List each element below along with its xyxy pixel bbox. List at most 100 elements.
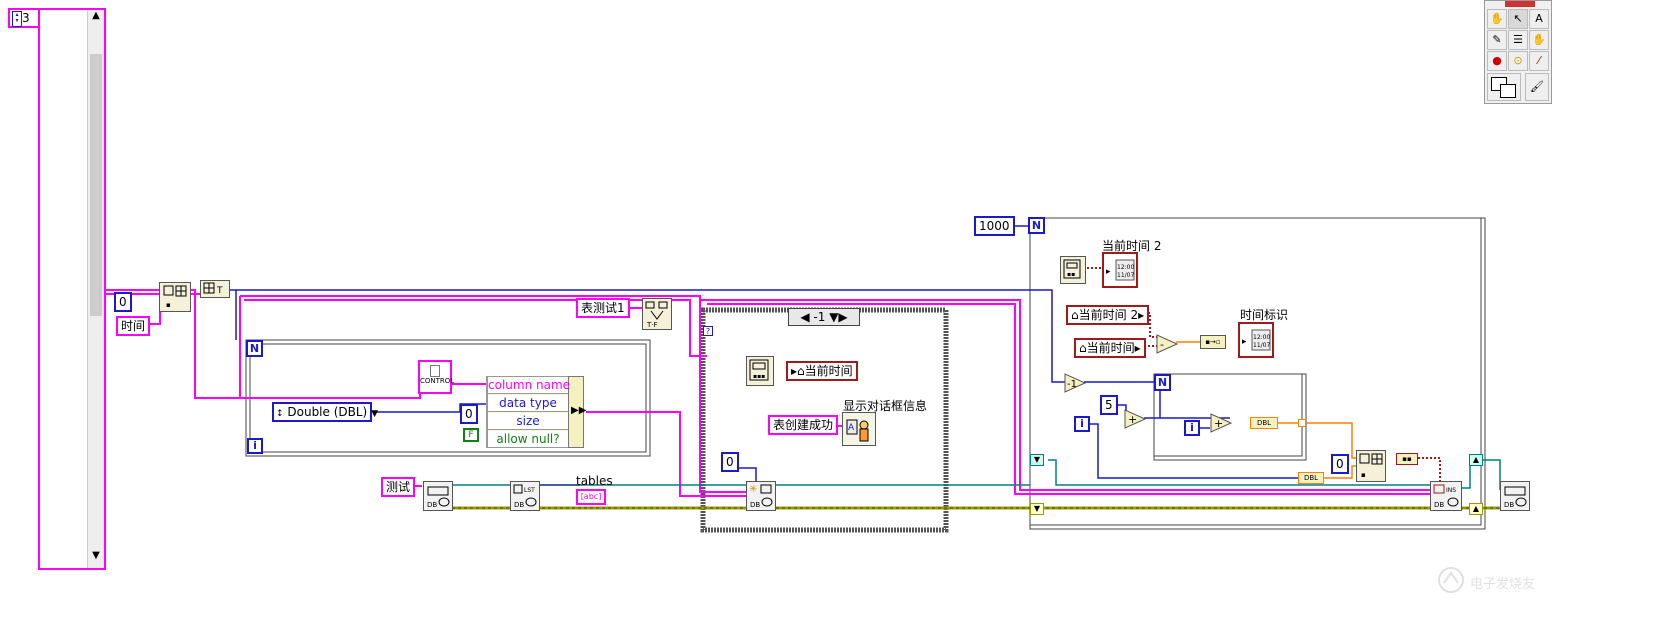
svg-text:+: + — [1214, 417, 1223, 430]
build-array-node[interactable]: ▪︎ — [159, 282, 191, 312]
cluster-field[interactable]: allow null? — [488, 431, 568, 448]
brush-icon[interactable]: 🖌 — [1525, 73, 1549, 101]
arrow-icon[interactable]: ↖ — [1508, 9, 1528, 29]
cluster-size-constant[interactable]: 0 — [460, 404, 478, 424]
scroll-down-arrow-icon[interactable]: ▼ — [92, 550, 100, 561]
allow-null-false-constant[interactable]: F — [463, 428, 479, 442]
watermark-icon — [1438, 567, 1464, 593]
bundle-node[interactable]: ▪▪ — [1396, 453, 1418, 465]
scrollbar-thumb[interactable] — [90, 54, 102, 316]
array-scrollbar[interactable]: ▲ ▼ — [87, 10, 104, 568]
for-loop-3-frame[interactable] — [1153, 373, 1307, 461]
add-node-2[interactable]: + — [1210, 413, 1233, 436]
cluster-field[interactable]: data type — [488, 395, 568, 412]
db-name-constant[interactable]: 测试 — [381, 477, 416, 497]
subtract-node[interactable]: - — [1156, 334, 1179, 357]
palette-auto-tool-indicator[interactable] — [1505, 1, 1535, 7]
index-stepper[interactable]: ▴▾ — [12, 11, 22, 27]
control-refnum-node[interactable]: CONTROL — [418, 360, 455, 394]
table-created-constant[interactable]: 表创建成功 — [768, 415, 839, 435]
case-next-icon[interactable]: ▼▶ — [829, 310, 848, 324]
loop3-iteration-terminal: i — [1184, 420, 1200, 436]
local-current-time-2-a[interactable]: ⌂当前时间 2▸ — [1066, 305, 1150, 325]
hand-icon[interactable]: ✋ — [1487, 9, 1507, 29]
show-dialog-label: 显示对话框信息 — [843, 399, 928, 413]
case-zero-constant[interactable]: 0 — [721, 452, 739, 472]
color-copy-icon[interactable]: ⁄ — [1529, 51, 1549, 71]
svg-text:DB: DB — [750, 501, 760, 509]
array-index-display[interactable]: ▴▾ 3 — [8, 8, 40, 28]
wire-icon[interactable]: ✎ — [1487, 30, 1507, 50]
local-var-house-icon: ▸⌂ — [791, 364, 805, 378]
scroll-icon[interactable]: ✋ — [1529, 30, 1549, 50]
select-node[interactable]: T·F — [642, 298, 672, 330]
probe-icon[interactable]: ⊙ — [1508, 51, 1528, 71]
color-icon[interactable] — [1487, 73, 1521, 101]
db-create-table-icon: ✳ DB — [749, 484, 773, 509]
decrement-triangle-icon: -1 — [1064, 373, 1087, 393]
local-current-time-b[interactable]: ⌂当前时间▸ — [1074, 338, 1146, 358]
current-time-2-label: 当前时间 2 — [1102, 239, 1162, 253]
svg-text:▪︎: ▪︎ — [166, 301, 171, 309]
close-connection-node[interactable]: DB — [1500, 481, 1530, 511]
shift-register-left-top: ▼ — [1030, 454, 1044, 466]
local-var-house-icon-3: ⌂ — [1079, 341, 1087, 355]
breakpoint-icon[interactable]: ● — [1487, 51, 1507, 71]
open-connection-node[interactable]: DB — [423, 481, 453, 511]
svg-text:-1: -1 — [1067, 379, 1077, 390]
for-loop-2-frame[interactable] — [1029, 217, 1486, 530]
cluster-field[interactable]: column name — [488, 377, 571, 394]
svg-text:▸: ▸ — [1242, 337, 1247, 347]
local-current-time[interactable]: ▸⌂当前时间 — [786, 361, 858, 381]
dropdown-icon[interactable]: ▼ — [371, 409, 378, 419]
text-icon[interactable]: A — [1529, 9, 1549, 29]
svg-text:+: + — [1128, 413, 1137, 426]
dbl-output-tunnel — [1298, 419, 1306, 427]
db-close-icon: DB — [1504, 486, 1527, 509]
to-timestamp-node[interactable]: ▪→▫ — [1200, 335, 1226, 349]
build-array-node-2[interactable]: ▪︎ — [1356, 450, 1386, 482]
loop1-count-terminal: N — [246, 340, 263, 357]
table-name-constant[interactable]: 表测试1 — [576, 298, 630, 318]
init-zero-constant[interactable]: 0 — [1331, 454, 1349, 474]
five-constant[interactable]: 5 — [1100, 395, 1118, 415]
transpose-node[interactable]: T — [200, 280, 230, 298]
loop-count-constant[interactable]: 1000 — [974, 216, 1015, 236]
decrement-node[interactable]: -1 — [1064, 373, 1087, 396]
loop1-iteration-terminal: i — [247, 438, 263, 454]
svg-text:▪︎: ▪︎ — [1361, 471, 1366, 479]
scroll-up-arrow-icon[interactable]: ▲ — [92, 10, 100, 21]
svg-text:✳: ✳ — [749, 484, 757, 495]
to-dbl-node-1[interactable]: DBL — [1250, 417, 1278, 429]
get-time-node-1[interactable]: ▪▪▪ — [746, 356, 774, 386]
watermark-logo: 电子发烧友 — [1436, 565, 1556, 605]
create-table-node[interactable]: ✳ DB — [746, 481, 776, 511]
ring-arrows-icon: ↕ — [276, 409, 284, 419]
svg-text:-: - — [1160, 338, 1164, 351]
cluster-field[interactable]: size — [488, 413, 568, 430]
object-icon[interactable]: ☰ — [1508, 30, 1528, 50]
get-time-node-2[interactable]: ▪▪ — [1060, 256, 1086, 284]
add-node-1[interactable]: + — [1124, 409, 1147, 432]
to-dbl-node-2[interactable]: DBL — [1298, 472, 1324, 484]
dialog-node[interactable]: A — [842, 412, 876, 446]
case-prev-icon[interactable]: ◀ — [800, 310, 810, 324]
time-string-constant[interactable]: 时间 — [116, 316, 151, 336]
case-selector-terminal: ? — [703, 326, 713, 336]
array-control-frame: ▲ ▼ — [38, 8, 106, 570]
double-type-ring[interactable]: ↕ Double (DBL) ▼ — [272, 402, 378, 422]
transpose-icon: T — [203, 282, 223, 296]
zero-constant[interactable]: 0 — [114, 292, 132, 312]
svg-text:LST: LST — [524, 487, 535, 494]
case-selector-label[interactable]: ◀ -1 ▼▶ — [788, 308, 860, 326]
loop2-count-terminal: N — [1028, 217, 1045, 234]
array-index-value[interactable]: 3 — [22, 11, 30, 25]
control-label: CONTROL — [420, 377, 455, 385]
